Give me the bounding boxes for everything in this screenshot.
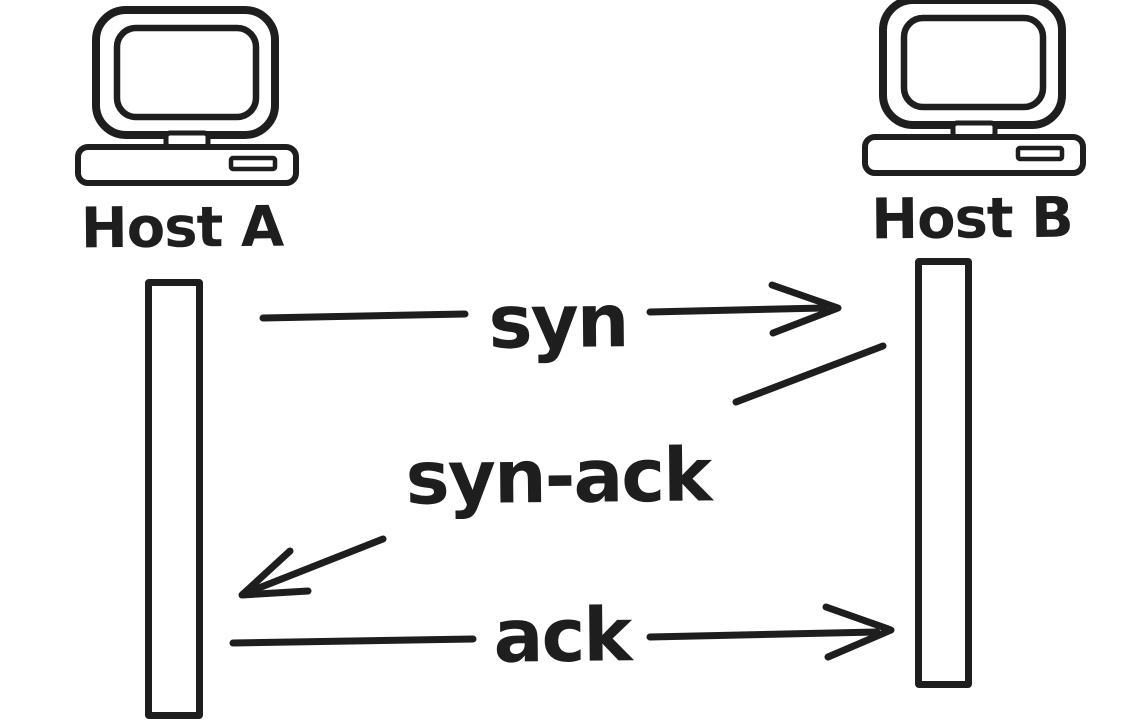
arrow-line — [732, 342, 887, 406]
arrow-line — [229, 635, 477, 647]
lifeline-host-a — [145, 279, 203, 719]
arrow-line — [646, 304, 828, 316]
arrow-line — [259, 310, 469, 322]
ack-arrow — [229, 603, 895, 661]
message-label-syn: syn — [488, 278, 628, 366]
arrow-line — [242, 535, 387, 597]
arrow-head — [768, 281, 842, 337]
syn-arrow — [259, 281, 842, 337]
arrow-line — [646, 628, 881, 641]
message-label-ack: ack — [493, 592, 631, 680]
arrow-head — [822, 603, 895, 661]
syn-ack-arrow — [238, 342, 887, 599]
message-label-syn-ack: syn-ack — [405, 432, 711, 522]
lifeline-host-b — [915, 258, 972, 688]
arrow-head — [238, 547, 312, 599]
